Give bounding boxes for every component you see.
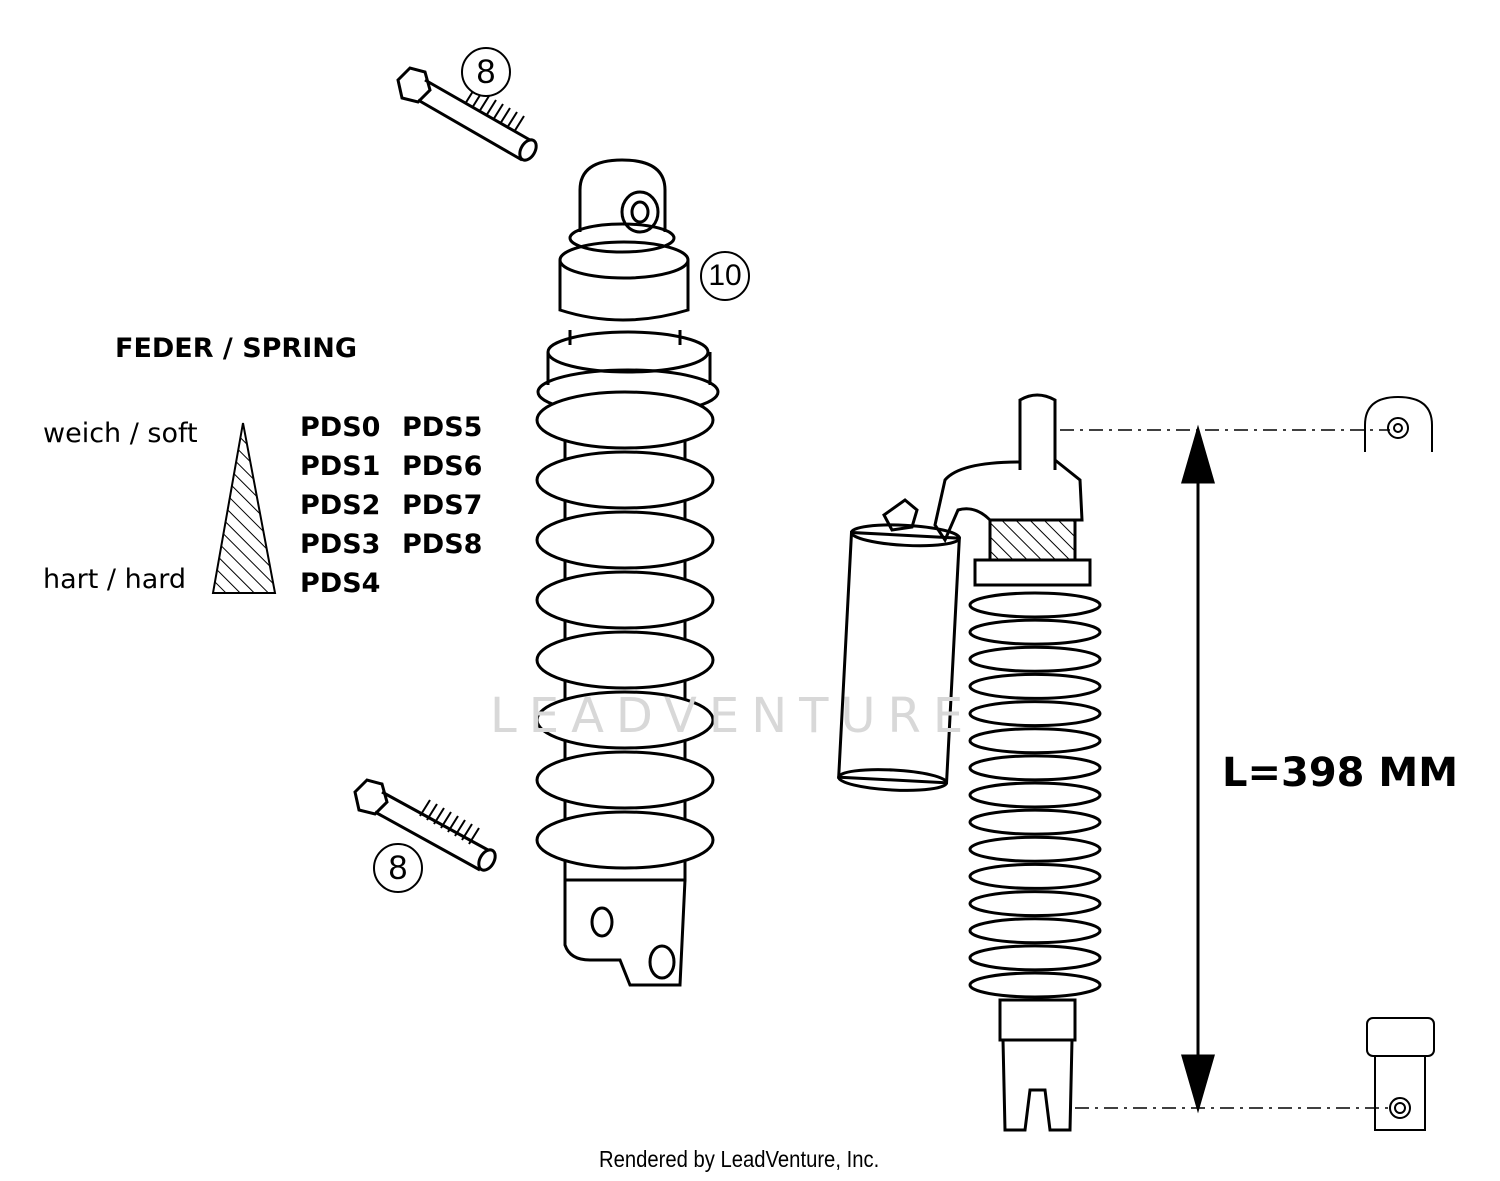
spring-coil bbox=[535, 810, 715, 870]
spring-option-pds4: PDS4 bbox=[300, 568, 381, 599]
spring-coil bbox=[968, 944, 1102, 972]
callout-shock[interactable]: 10 bbox=[700, 251, 750, 301]
spring-coil bbox=[535, 390, 715, 450]
hard-label: hart / hard bbox=[43, 564, 187, 595]
legend-title: FEDER / SPRING bbox=[115, 333, 358, 364]
spring-coil bbox=[968, 754, 1102, 782]
spring-coil bbox=[968, 890, 1102, 918]
spring-coil bbox=[968, 727, 1102, 755]
spring-coil bbox=[535, 630, 715, 690]
softness-hardness-wedge bbox=[211, 422, 277, 594]
soft-label: weich / soft bbox=[43, 418, 198, 449]
spring-coil bbox=[535, 570, 715, 630]
spring-option-pds2: PDS2 bbox=[300, 490, 381, 521]
spring-coil bbox=[535, 450, 715, 510]
bolt-top[interactable] bbox=[396, 66, 540, 163]
spring-option-pds6: PDS6 bbox=[402, 451, 483, 482]
shock-absorber-exploded[interactable] bbox=[535, 158, 720, 987]
spring-coil bbox=[535, 750, 715, 810]
dimension-line bbox=[1060, 424, 1390, 1114]
length-label: L=398 MM bbox=[1222, 750, 1459, 796]
callout-bolt-bottom[interactable]: 8 bbox=[373, 843, 423, 893]
spring-coil bbox=[968, 835, 1102, 863]
spring-coil bbox=[968, 618, 1102, 646]
top-eye-detail bbox=[1364, 395, 1433, 452]
spring-coil bbox=[968, 672, 1102, 700]
spring-coil bbox=[968, 808, 1102, 836]
spring-coil bbox=[968, 917, 1102, 945]
spring-coil bbox=[968, 645, 1102, 673]
spring-option-pds1: PDS1 bbox=[300, 451, 381, 482]
spring-coil bbox=[968, 781, 1102, 809]
spring-coil bbox=[535, 510, 715, 570]
spring-option-pds3: PDS3 bbox=[300, 529, 381, 560]
bottom-eye-detail bbox=[1366, 1017, 1435, 1131]
spring-option-pds0: PDS0 bbox=[300, 412, 381, 443]
shock-absorber-assembled[interactable] bbox=[837, 393, 1102, 1132]
spring-option-pds7: PDS7 bbox=[402, 490, 483, 521]
spring-option-pds8: PDS8 bbox=[402, 529, 483, 560]
spring-coil bbox=[968, 591, 1102, 619]
spring-coil bbox=[968, 700, 1102, 728]
spring-coil bbox=[968, 971, 1102, 999]
callout-bolt-top[interactable]: 8 bbox=[461, 47, 511, 97]
spring-coil bbox=[968, 862, 1102, 890]
footer-credit: Rendered by LeadVenture, Inc. bbox=[599, 1146, 880, 1172]
bolt-bottom[interactable] bbox=[353, 778, 499, 873]
spring-coil bbox=[535, 690, 715, 750]
spring-option-pds5: PDS5 bbox=[402, 412, 483, 443]
